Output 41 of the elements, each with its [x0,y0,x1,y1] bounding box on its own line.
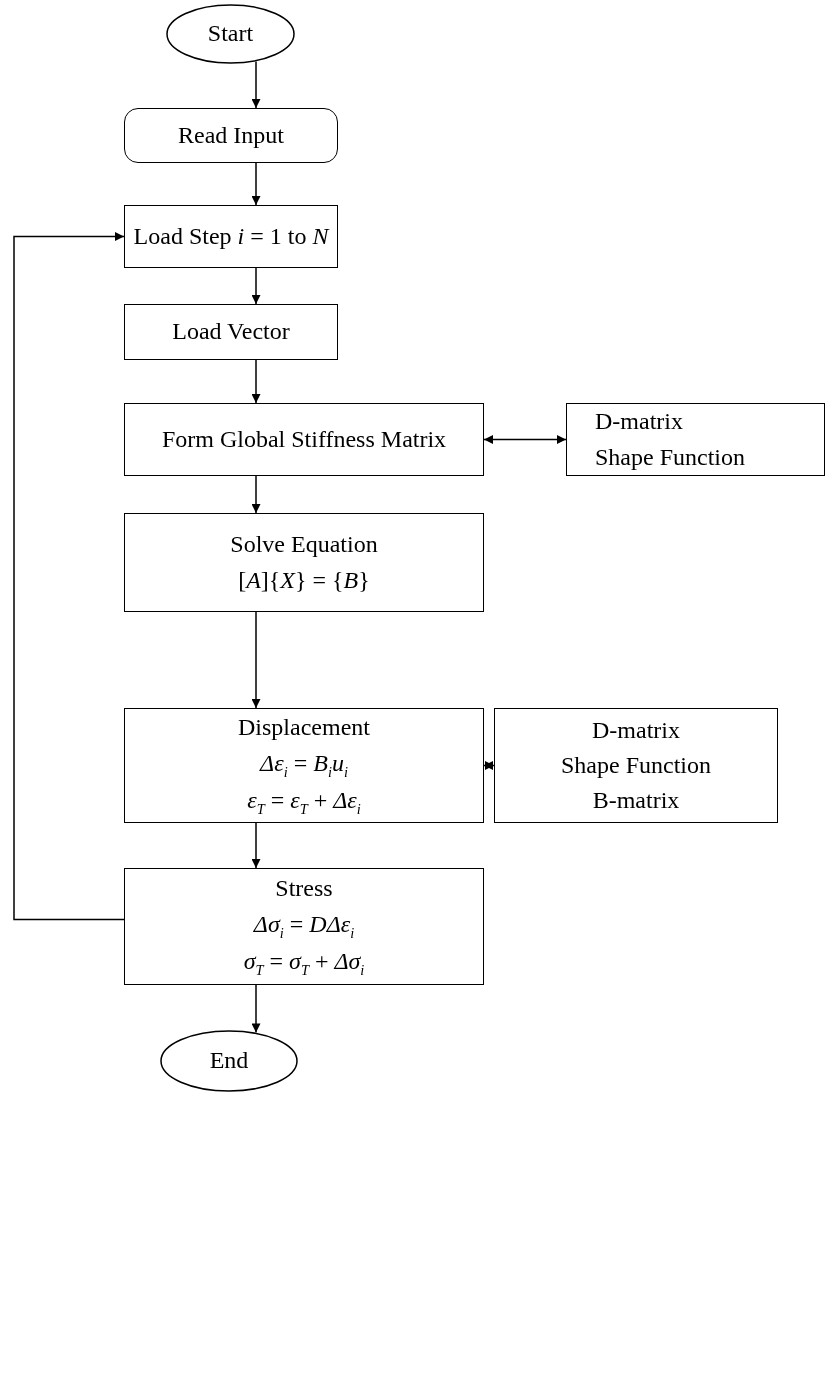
node-label: Stress [275,874,333,904]
arrow [13,232,125,921]
node-label: End [209,1046,249,1076]
end-terminal [160,1030,298,1092]
node-label: Load Vector [172,317,290,347]
node-label: Shape Function [595,442,745,472]
arrow [251,611,261,709]
node-label: D-matrix [595,407,683,437]
arrow [251,162,261,206]
process-box [124,708,484,823]
arrow [251,475,261,514]
process-box [124,304,338,360]
arrow [251,984,261,1034]
start-terminal [166,4,295,64]
node-label: Start [207,19,254,49]
arrow [251,267,261,305]
equation: ε$_{T}$ = ε$_{T}$ + Δε$_{i}$ [247,786,361,819]
node-label: Read Input [178,120,284,150]
node-label: B-matrix [592,786,680,816]
node-label: Shape Function [561,750,711,780]
arrow [483,761,495,770]
node-label: Solve Equation [230,530,378,560]
arrow [251,359,261,404]
node-label: Load Step i = 1 to N [133,221,329,251]
loop-box [124,205,338,268]
equation: Δσ$_{i}$ = DΔε$_{i}$ [253,909,355,943]
arrow [251,822,261,869]
data-box [566,403,825,476]
input-box [124,108,338,163]
node-label: Form Global Stiffness Matrix [161,424,447,454]
equation: σ$_{T}$ = σ$_{T}$ + Δσ$_{i}$ [243,947,365,980]
node-label: D-matrix [592,715,680,745]
arrow [251,60,261,109]
arrow [483,435,567,444]
equation: Δε$_{i}$ = B$_{i}$u$_{i}$ [260,748,348,782]
process-box [124,868,484,985]
process-box [124,403,484,476]
node-label: Displacement [238,713,370,743]
equation: [A]{X} = {B} [238,565,370,595]
process-box [124,513,484,612]
data-box [494,708,778,823]
